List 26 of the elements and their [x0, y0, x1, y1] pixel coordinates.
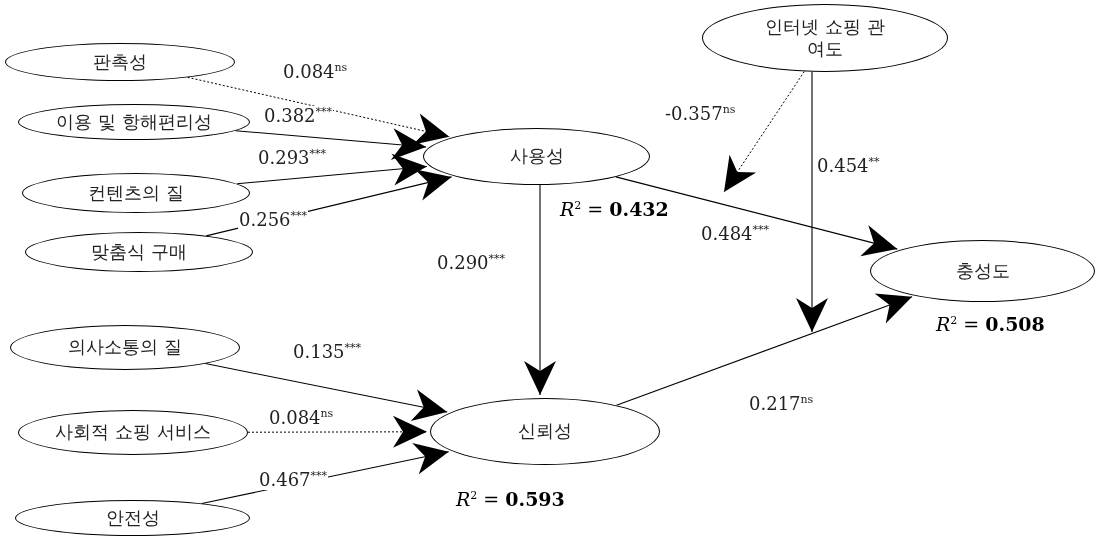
construct-ellipse [423, 128, 650, 185]
construct-label: 의사소통의 질 [68, 336, 182, 359]
construct-label: 사회적 쇼핑 서비스 [55, 421, 211, 444]
path-coefficient: 0.256$^{***}$ [238, 210, 309, 230]
construct-label: 충성도 [955, 259, 1010, 283]
path-coefficient: 0.467$^{***}$ [258, 470, 329, 490]
arrow [796, 71, 828, 333]
construct-label: 신뢰성 [518, 420, 572, 443]
arrow [615, 293, 913, 406]
arrow [723, 71, 805, 193]
arrow [235, 128, 427, 161]
construct-label: 이용 및 항해편리성 [56, 110, 212, 134]
r-squared-label: R$^{2}$ = 0.593 [456, 488, 565, 510]
r-squared-label: R$^{2}$ = 0.432 [560, 198, 669, 220]
arrow [524, 184, 556, 396]
construct-label: 맞춤식 구매 [91, 240, 187, 264]
construct-label: 사용성 [509, 145, 564, 168]
construct-label: 안전성 [105, 506, 160, 530]
arrow [204, 363, 448, 421]
construct-label: 컨텐츠의 질 [88, 181, 184, 205]
construct-label: 판촉성 [93, 50, 147, 74]
arrow [615, 176, 898, 257]
arrow [247, 415, 428, 448]
construct-label: 인터넷 쇼핑 관여도 [765, 15, 885, 61]
r-squared-label: R$^{2}$ = 0.508 [936, 313, 1045, 335]
arrow [236, 153, 428, 186]
